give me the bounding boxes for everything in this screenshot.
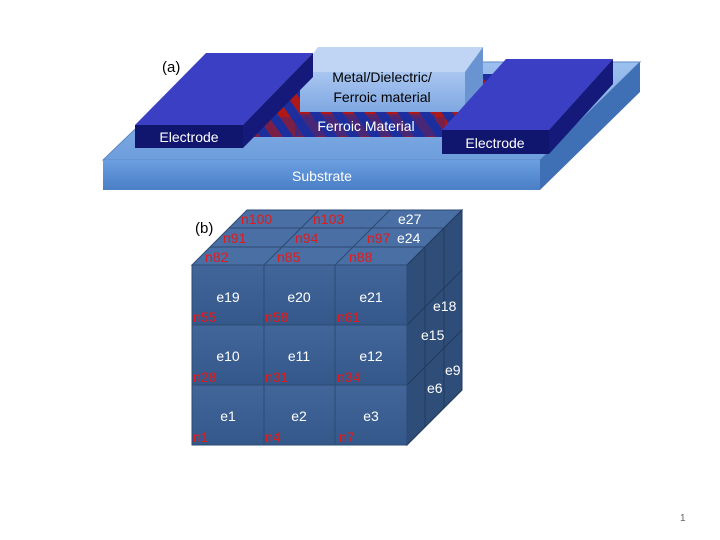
node-label: n103 xyxy=(313,211,344,227)
cube-front-face xyxy=(191,264,408,446)
electrode-left-front xyxy=(135,125,243,148)
element-label: e6 xyxy=(427,380,443,396)
electrode-left-side xyxy=(243,53,313,148)
substrate-side xyxy=(540,62,640,190)
front-element-labels: e19 e20 e21 e10 e11 e12 e1 e2 e3 xyxy=(216,289,383,424)
element-label: e12 xyxy=(359,348,383,364)
node-label: n100 xyxy=(241,211,272,227)
node-label: n31 xyxy=(265,369,289,385)
electrode-right: Electrode xyxy=(442,59,613,154)
electrode-left-top xyxy=(135,53,313,125)
front-node-labels: n55 n58 n61 n28 n31 n34 n1 n4 n7 xyxy=(193,309,361,445)
element-label: e11 xyxy=(288,348,311,364)
figure-b: (b) xyxy=(190,208,464,447)
node-label: n34 xyxy=(337,369,361,385)
front-cell xyxy=(191,324,265,386)
top-element-labels: e27 e24 xyxy=(397,211,422,246)
front-cell xyxy=(191,264,265,326)
figure-a: (a) Substrate Metal/Dielectric/ Ferroic … xyxy=(101,47,642,190)
element-label: e20 xyxy=(287,289,311,305)
electrode-right-front xyxy=(442,130,549,154)
top-layer-top xyxy=(300,47,483,72)
node-label: n58 xyxy=(265,309,289,325)
electrode-left: Electrode xyxy=(135,53,313,148)
figure-a-label: (a) xyxy=(162,59,180,76)
substrate-label: Substrate xyxy=(292,168,352,184)
top-layer-label-line1: Metal/Dielectric/ xyxy=(332,69,432,85)
top-layer: Metal/Dielectric/ Ferroic material xyxy=(300,47,483,112)
node-label: n94 xyxy=(295,230,319,246)
node-label: n82 xyxy=(205,249,229,265)
electrode-right-top xyxy=(442,59,613,130)
front-cell xyxy=(263,324,336,386)
node-label: n85 xyxy=(277,249,301,265)
figure-b-label: (b) xyxy=(195,220,213,237)
element-label: e10 xyxy=(216,348,240,364)
node-label: n1 xyxy=(193,429,209,445)
node-label: n61 xyxy=(337,309,361,325)
element-label: e15 xyxy=(421,327,445,343)
element-label: e19 xyxy=(216,289,240,305)
node-label: n88 xyxy=(349,249,373,265)
element-label: e27 xyxy=(398,211,422,227)
element-label: e18 xyxy=(433,298,457,314)
element-label: e3 xyxy=(363,408,379,424)
top-node-labels: n100 n103 n91 n94 n97 n82 n85 n88 xyxy=(205,211,391,265)
element-label: e1 xyxy=(220,408,236,424)
element-label: e21 xyxy=(359,289,383,305)
ferroic-label-band xyxy=(295,114,435,136)
top-layer-side xyxy=(465,47,483,112)
front-cell xyxy=(263,264,336,326)
node-label: n28 xyxy=(193,369,217,385)
front-cell xyxy=(191,384,265,446)
node-label: n4 xyxy=(265,429,281,445)
electrode-right-side xyxy=(549,59,613,154)
node-label: n91 xyxy=(223,230,247,246)
top-layer-front xyxy=(300,72,465,112)
node-label: n55 xyxy=(193,309,217,325)
electrode-right-label: Electrode xyxy=(465,135,524,151)
front-cell xyxy=(334,384,408,446)
element-label: e24 xyxy=(397,230,421,246)
slide-number: 1 xyxy=(680,513,686,524)
node-label: n7 xyxy=(339,429,355,445)
electrode-left-label: Electrode xyxy=(159,129,218,145)
node-label: n97 xyxy=(367,230,391,246)
front-cell xyxy=(334,264,408,326)
front-cell xyxy=(263,384,336,446)
top-layer-label-line2: Ferroic material xyxy=(333,89,430,105)
side-element-labels: e18 e15 e9 e6 xyxy=(421,298,461,396)
substrate-front xyxy=(103,160,540,190)
ferroic-label: Ferroic Material xyxy=(317,118,414,134)
element-label: e2 xyxy=(291,408,307,424)
element-label: e9 xyxy=(445,362,461,378)
